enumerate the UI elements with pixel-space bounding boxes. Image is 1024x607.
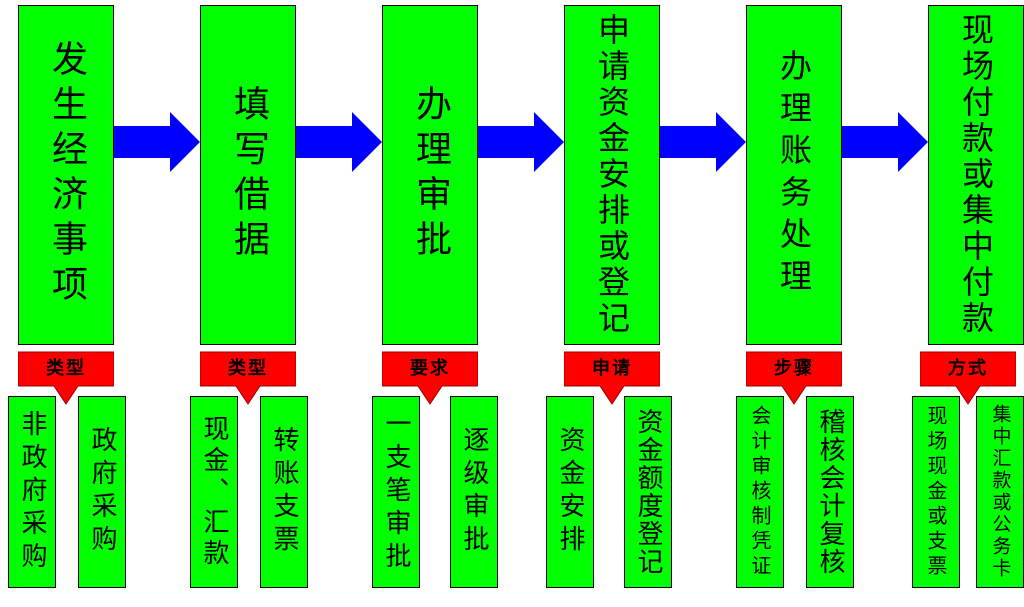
step-6-title: 现场付款或集中付款 (957, 13, 995, 337)
arrow-4-5 (660, 112, 746, 172)
step-5-sub-1: 会计审核制凭证 (736, 396, 784, 588)
arrow-right-icon (660, 112, 746, 172)
step-6-sub-2: 集中汇款或公务卡 (976, 396, 1024, 588)
step-5-sub-2-text: 稽核会计复核 (815, 408, 845, 576)
step-3-sub-1-text: 一支笔审批 (381, 409, 411, 575)
step-5-title: 办理账务处理 (775, 49, 813, 301)
step-5-tag: 步骤 (746, 350, 842, 406)
step-4-sub-2: 资金额度登记 (624, 396, 672, 588)
step-1-sub-1: 非政府采购 (8, 396, 56, 588)
step-1-sub-2: 政府采购 (78, 396, 126, 588)
step-3-sub-2: 逐级审批 (450, 396, 498, 588)
arrow-5-6 (842, 112, 928, 172)
arrow-right-icon (114, 112, 200, 172)
step-4-sub-1: 资金安排 (546, 396, 594, 588)
step-5-tag-label: 步骤 (774, 358, 814, 379)
step-6-box: 现场付款或集中付款 (928, 5, 1024, 345)
step-2-sub-2: 转账支票 (260, 396, 308, 588)
step-1-tag-shape (18, 351, 114, 405)
step-6-tag-shape (920, 351, 1016, 405)
arrow-right-icon (478, 112, 564, 172)
step-1-title: 发生经济事项 (46, 40, 87, 310)
step-5-tag-shape (746, 351, 842, 405)
step-2-tag-shape (200, 351, 296, 405)
step-3-tag-label: 要求 (410, 358, 450, 379)
step-1-sub-1-text: 非政府采购 (17, 409, 47, 575)
step-4-title: 申请资金安排或登记 (593, 13, 631, 337)
step-3-box: 办理审批 (382, 5, 478, 345)
step-2-sub-2-text: 转账支票 (269, 426, 299, 558)
step-5-sub-2: 稽核会计复核 (806, 396, 854, 588)
arrow-2-3 (296, 112, 382, 172)
step-4-sub-2-text: 资金额度登记 (633, 408, 663, 576)
step-6-tag-label: 方式 (948, 358, 988, 379)
arrow-right-icon (296, 112, 382, 172)
step-2-sub-1-text: 现金、汇款 (199, 414, 229, 570)
step-4-tag: 申请 (564, 350, 660, 406)
step-1-sub-2-text: 政府采购 (87, 426, 117, 558)
step-6-tag: 方式 (920, 350, 1016, 406)
step-6-sub-1: 现场现金或支票 (912, 396, 960, 588)
step-5-box: 办理账务处理 (746, 5, 842, 345)
step-3-tag: 要求 (382, 350, 478, 406)
step-4-tag-label: 申请 (592, 358, 632, 379)
step-4-box: 申请资金安排或登记 (564, 5, 660, 345)
step-2-tag: 类型 (200, 350, 296, 406)
step-6-sub-1-text: 现场现金或支票 (924, 404, 948, 580)
step-3-tag-shape (382, 351, 478, 405)
step-3-sub-2-text: 逐级审批 (459, 426, 489, 558)
step-1-tag: 类型 (18, 350, 114, 406)
step-1-tag-label: 类型 (46, 358, 86, 379)
arrow-1-2 (114, 112, 200, 172)
step-2-title: 填写借据 (228, 85, 269, 265)
step-5-sub-1-text: 会计审核制凭证 (748, 404, 772, 580)
step-3-sub-1: 一支笔审批 (372, 396, 420, 588)
step-4-sub-1-text: 资金安排 (555, 426, 585, 558)
step-6-sub-2-text: 集中汇款或公务卡 (989, 404, 1012, 580)
step-3-title: 办理审批 (410, 85, 451, 265)
step-2-tag-label: 类型 (228, 358, 268, 379)
step-4-tag-shape (564, 351, 660, 405)
arrow-3-4 (478, 112, 564, 172)
step-1-box: 发生经济事项 (18, 5, 114, 345)
step-2-box: 填写借据 (200, 5, 296, 345)
arrow-right-icon (842, 112, 928, 172)
step-2-sub-1: 现金、汇款 (190, 396, 238, 588)
